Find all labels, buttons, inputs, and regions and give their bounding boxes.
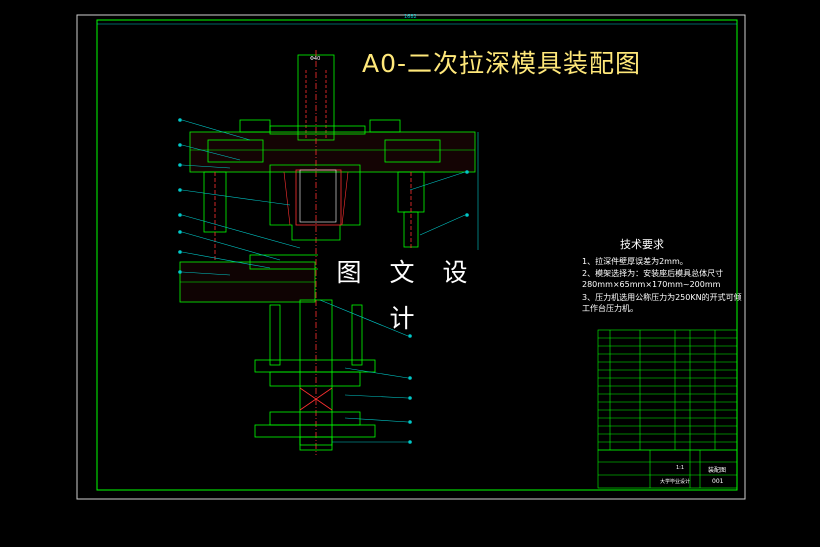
drawing-frame <box>96 19 738 491</box>
title-block-school: 大学毕业设计 <box>660 479 691 485</box>
bom-table <box>597 329 738 451</box>
tech-requirement-1: 1、拉深件壁厚误差为2mm。 <box>582 257 688 266</box>
die-assembly <box>179 50 479 455</box>
overall-dimension-label: 1682 <box>404 14 417 20</box>
workpiece <box>299 169 337 223</box>
shaft-dimension-label: Φ40 <box>310 56 321 62</box>
ejector-plate-lower <box>254 424 376 438</box>
upper-die-plate <box>189 131 476 173</box>
part-leaders-right <box>319 170 469 444</box>
tech-requirements-heading: 技术要求 <box>620 238 664 251</box>
tech-requirement-3: 3、压力机选用公称压力为250KN的开式可倾工作台压力机。 <box>582 293 742 313</box>
title-block-scale: 1:1 <box>676 465 685 471</box>
title-block-sheet-code: 001 <box>712 478 724 485</box>
title-block-drawing-name: 装配图 <box>708 467 727 474</box>
drawing-punch <box>269 164 361 241</box>
title-block <box>597 449 738 489</box>
outer-border <box>76 14 746 500</box>
part-leaders-left <box>178 118 301 276</box>
drawing-title: A0-二次拉深模具装配图 <box>362 49 642 78</box>
tech-requirement-2: 2、模架选择为：安装座后模具总体尺寸280mm×65mm×170mm~200mm <box>582 269 724 289</box>
watermark-overlay: 图 文 设 计 <box>318 250 496 333</box>
